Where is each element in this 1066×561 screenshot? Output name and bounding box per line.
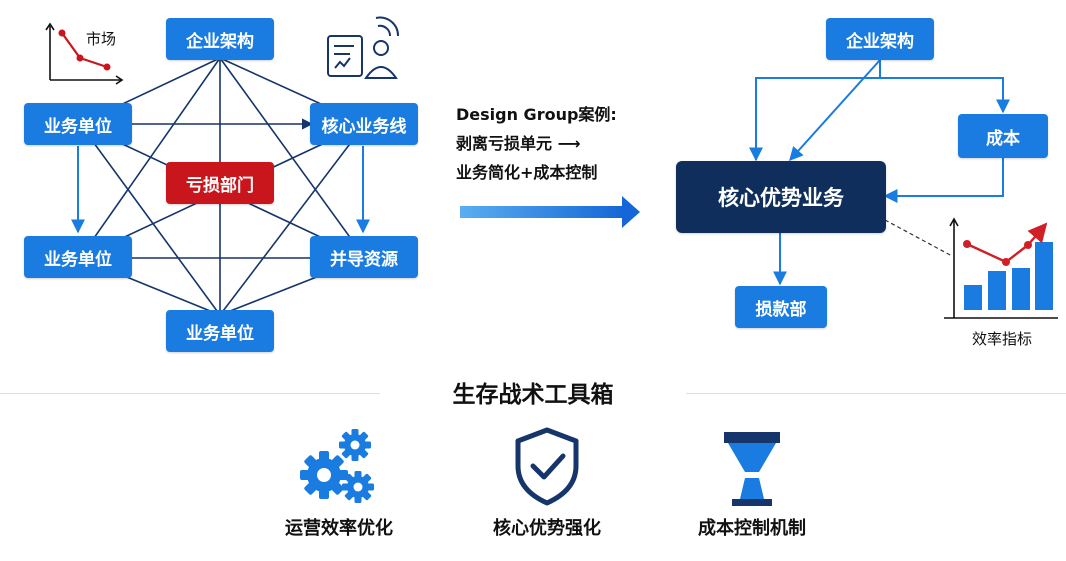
efficiency-chart-icon xyxy=(944,217,1058,319)
funnel-icon xyxy=(724,432,780,506)
node-enterprise-architecture: 企业架构 xyxy=(166,18,274,60)
node-enterprise-architecture-right: 企业架构 xyxy=(826,18,934,60)
toolbox-title: 生存战术工具箱 xyxy=(0,375,1066,409)
shield-check-icon xyxy=(515,427,579,506)
node-merge-resources: 并导资源 xyxy=(310,236,418,278)
node-payment-dept: 损款部 xyxy=(735,286,827,328)
node-cost: 成本 xyxy=(958,114,1048,158)
efficiency-label: 效率指标 xyxy=(972,330,1033,348)
tool-label-operations: 运营效率优化 xyxy=(285,518,393,539)
document-person-icon xyxy=(327,16,400,79)
market-chart-icon xyxy=(45,22,124,85)
market-label: 市场 xyxy=(86,30,117,48)
caption-line-2: 剥离亏损单元 ⟶ xyxy=(456,134,581,153)
caption-line-3: 业务简化+成本控制 xyxy=(456,163,598,182)
node-loss-department: 亏损部门 xyxy=(166,162,274,204)
tool-label-core-strength: 核心优势强化 xyxy=(493,518,601,539)
tool-label-cost-control: 成本控制机制 xyxy=(698,518,806,539)
divider-right xyxy=(686,393,1066,394)
node-core-advantage-business: 核心优势业务 xyxy=(676,161,886,233)
gears-icon xyxy=(300,429,374,503)
caption-line-1: Design Group案例: xyxy=(456,105,617,124)
case-caption: Design Group案例: 剥离亏损单元 ⟶ 业务简化+成本控制 xyxy=(456,100,617,187)
node-core-business-line: 核心业务线 xyxy=(310,103,418,145)
node-business-unit-middle: 业务单位 xyxy=(24,236,132,278)
node-business-unit-top: 业务单位 xyxy=(24,103,132,145)
divider-left xyxy=(0,393,380,394)
transition-arrow xyxy=(460,196,640,228)
node-business-unit-bottom: 业务单位 xyxy=(166,310,274,352)
